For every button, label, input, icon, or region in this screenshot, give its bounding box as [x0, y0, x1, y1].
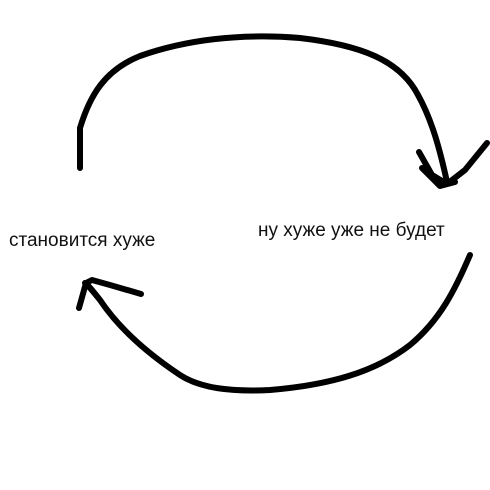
- right-label: ну хуже уже не будет: [258, 220, 445, 241]
- bottom-arc-arrow: [82, 252, 473, 394]
- top-arc-arrowhead: [416, 140, 490, 189]
- bottom-arc-arrowhead: [76, 277, 144, 311]
- left-label: становится хуже: [9, 230, 156, 251]
- top-arc-arrow: [77, 33, 450, 185]
